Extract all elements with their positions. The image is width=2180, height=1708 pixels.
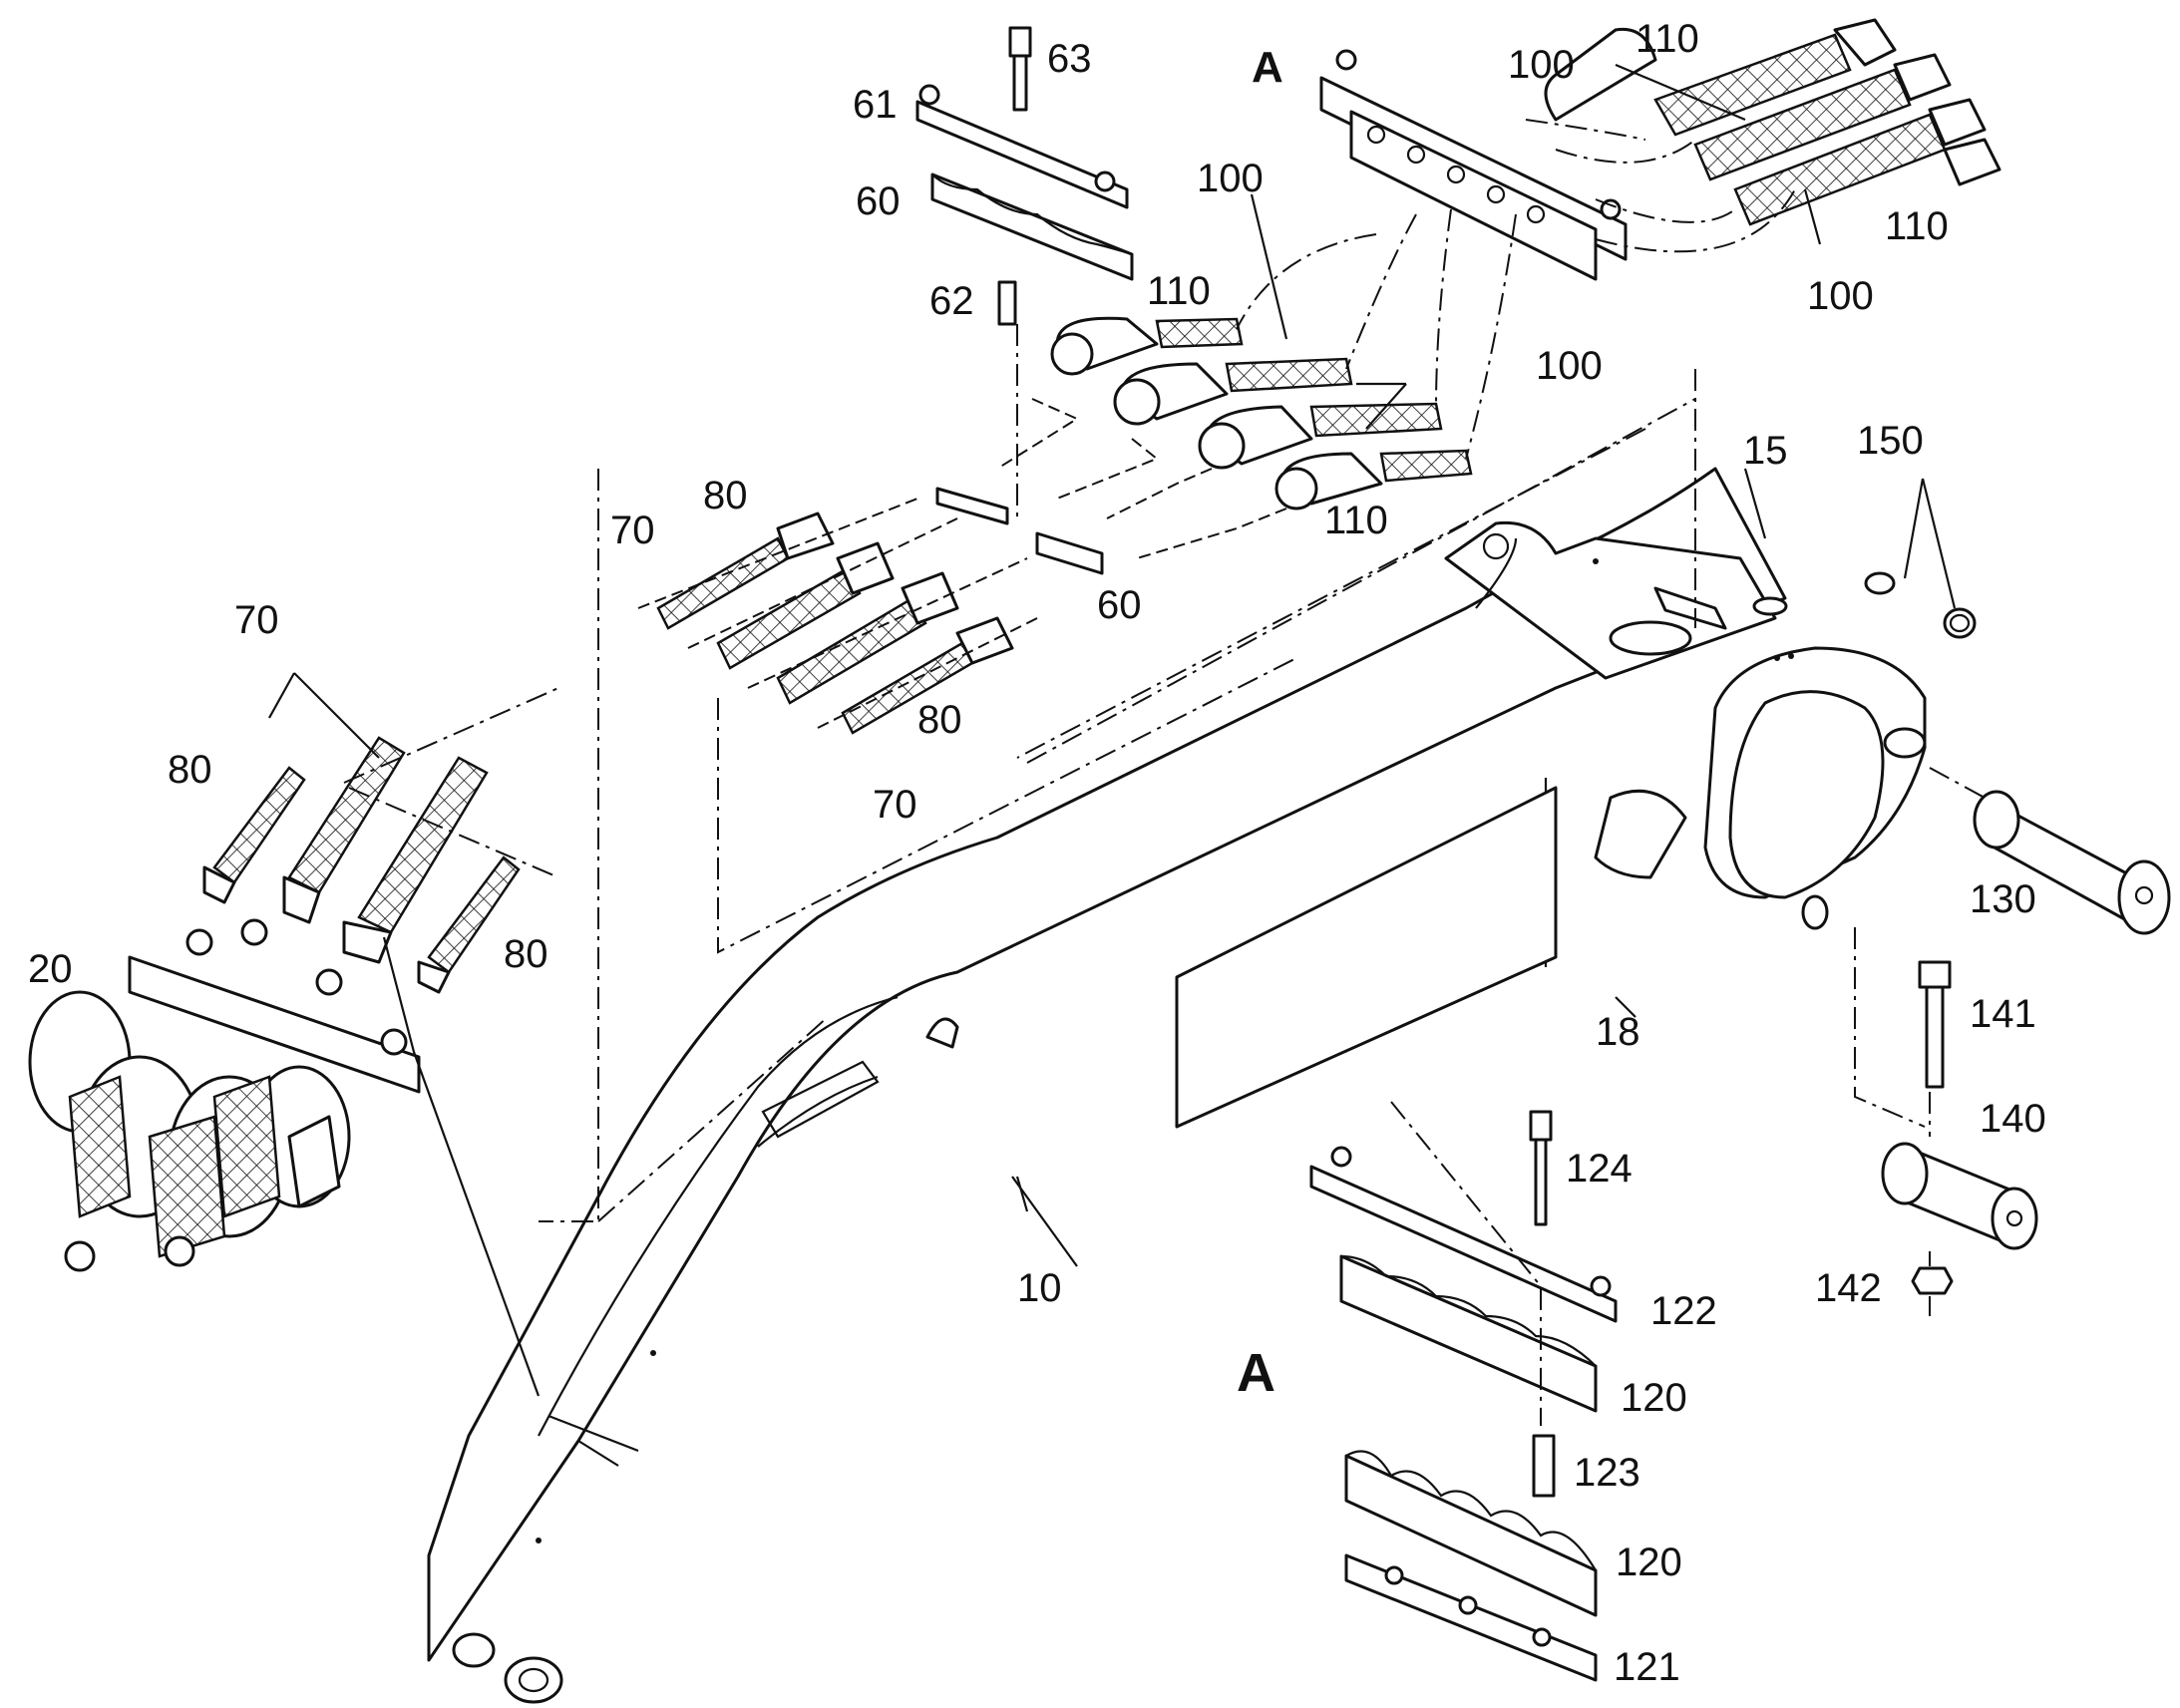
label-130: 130: [1970, 877, 2036, 921]
manifold-detail-top: [1319, 18, 2001, 281]
clamp-top-group: [915, 26, 1134, 326]
leader-lines: [268, 63, 1957, 1397]
label-18: 18: [1596, 1010, 1640, 1054]
label-110-fittings-top: 110: [1147, 269, 1211, 313]
clamp-middle: [935, 487, 1104, 575]
label-80-middle-bottom: 80: [917, 698, 962, 742]
label-124: 124: [1566, 1147, 1633, 1191]
label-123: 123: [1574, 1451, 1640, 1495]
label-70-bottom: 70: [873, 783, 917, 827]
label-110-right: 110: [1885, 204, 1949, 248]
label-63: 63: [1047, 37, 1092, 81]
label-60-middle: 60: [1097, 583, 1142, 627]
label-70-left: 70: [234, 598, 279, 642]
pin-assembly: [1864, 571, 2171, 935]
label-61: 61: [853, 83, 898, 127]
fittings-left: [202, 736, 521, 994]
label-142: 142: [1815, 1266, 1882, 1310]
label-120-lower: 120: [1616, 1540, 1682, 1584]
label-100-fittings: 100: [1197, 157, 1264, 200]
label-20: 20: [28, 947, 73, 991]
label-detail-a-top: A: [1252, 43, 1283, 92]
label-122: 122: [1650, 1289, 1717, 1333]
label-150: 150: [1857, 419, 1924, 463]
boom-arm: [427, 467, 1927, 1704]
label-80-left: 80: [168, 748, 212, 792]
label-140: 140: [1980, 1097, 2046, 1141]
bolt-spacer-nut: [1881, 960, 2038, 1295]
label-100-upper: 100: [1508, 43, 1575, 87]
clamp-detail-bottom: [1309, 1110, 1618, 1682]
label-100-top-right: 100: [1807, 274, 1874, 318]
label-110-fittings-bottom: 110: [1324, 499, 1388, 542]
label-60-top: 60: [856, 179, 901, 223]
label-70-middle: 70: [610, 509, 655, 552]
label-120-upper: 120: [1621, 1376, 1687, 1420]
label-detail-a-bottom: A: [1237, 1343, 1275, 1403]
label-80-right: 80: [504, 932, 548, 976]
label-80-middle-top: 80: [703, 474, 748, 517]
label-100-right: 100: [1536, 344, 1603, 388]
connector-assembly: [28, 918, 421, 1272]
label-110-upper: 110: [1635, 17, 1699, 61]
label-10: 10: [1017, 1266, 1062, 1310]
label-62: 62: [929, 279, 974, 323]
label-121: 121: [1614, 1645, 1680, 1689]
label-141: 141: [1970, 992, 2036, 1036]
label-15: 15: [1743, 429, 1788, 473]
connection-lines: [343, 119, 1986, 1426]
callout-labels: A A 10 15 18 20 60 60 61 62 63 70 70 70 …: [28, 17, 2046, 1689]
hose-fittings: [1050, 316, 1473, 511]
